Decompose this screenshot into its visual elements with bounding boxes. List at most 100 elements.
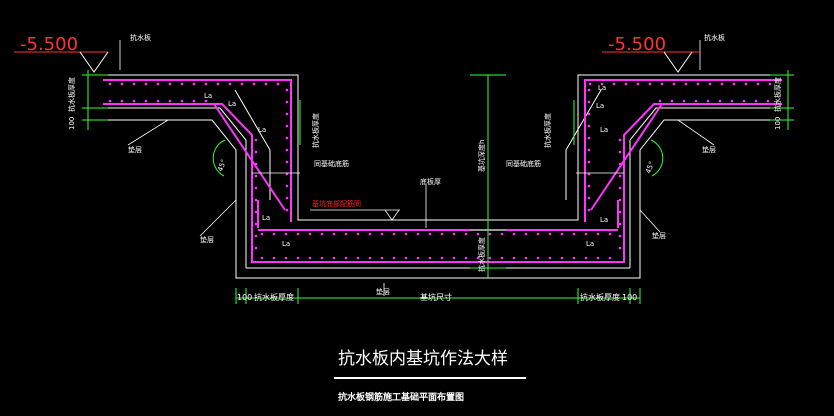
la-9: La — [600, 216, 608, 224]
rebar-dot — [132, 99, 136, 103]
rebar-dot — [587, 160, 591, 164]
rebar-dot — [636, 82, 640, 86]
rebar-dot — [732, 82, 736, 86]
rebar-dot — [285, 196, 289, 200]
rebar-lines — [103, 79, 782, 263]
rebar-dot — [548, 232, 552, 236]
rebar-dot — [254, 162, 258, 166]
label-cushion-left: 垫层 — [128, 145, 142, 154]
rebar-dot — [618, 210, 622, 214]
label-pit-steel: 基坑底部配筋同 — [312, 199, 361, 208]
rebar-dot — [587, 100, 591, 104]
rebar-dot — [742, 99, 746, 103]
label-slab-right: 抗水板 — [704, 33, 725, 42]
rebar-dot — [416, 232, 420, 236]
rebar-dot — [356, 256, 360, 260]
rebar-dot — [618, 222, 622, 226]
label-slab-thick-pit: 抗水板厚度 — [477, 237, 486, 272]
rebar-dot — [684, 82, 688, 86]
rebar-dot — [730, 99, 734, 103]
label-anchor-left: 同基础底筋 — [314, 159, 349, 168]
rebar-dot — [272, 256, 276, 260]
rebar-dot — [587, 124, 591, 128]
rebar-dot — [696, 82, 700, 86]
rebar-dot — [285, 148, 289, 152]
label-pit-bottom-slab: 底板厚 — [420, 177, 441, 186]
drawing-title: 抗水板内基坑作法大样 — [338, 349, 508, 369]
label-slab-thick-mid-right: 抗水板厚度 — [543, 113, 552, 148]
rebar-dot — [587, 88, 591, 92]
label-cushion-right: 垫层 — [702, 145, 716, 154]
rebar-dot — [618, 150, 622, 154]
rebar-dot — [108, 99, 112, 103]
rebar-dot — [192, 82, 196, 86]
rebar-dot — [204, 82, 208, 86]
rebar-dot — [672, 82, 676, 86]
rebar-dot — [744, 82, 748, 86]
rebar-dot — [624, 82, 628, 86]
elevation-marker-right: -5.500 — [602, 34, 700, 73]
la-6: La — [598, 84, 606, 92]
concrete-outline — [103, 74, 782, 279]
label-slab-left: 抗水板 — [130, 33, 151, 42]
rebar-dot — [392, 256, 396, 260]
rebar-dot — [587, 196, 591, 200]
rebar-dot — [754, 99, 758, 103]
rebar-dot — [332, 256, 336, 260]
rebar-dot — [356, 232, 360, 236]
rebar-dot — [584, 232, 588, 236]
rebar-dot — [264, 82, 268, 86]
rebar-dot — [440, 232, 444, 236]
rebar-dot — [476, 232, 480, 236]
rebar-dot — [618, 246, 622, 250]
rebar-dot — [416, 256, 420, 260]
rebar-dot — [452, 232, 456, 236]
rebar-dot — [285, 184, 289, 188]
rebar-dot — [452, 256, 456, 260]
rebar-dot — [240, 82, 244, 86]
rebar-dot — [285, 136, 289, 140]
rebar-dot — [464, 232, 468, 236]
label-slab-thick-left: 抗水板厚度 — [67, 77, 76, 112]
rebar-dot — [618, 162, 622, 166]
rebar-dot — [512, 232, 516, 236]
rebar-dot — [332, 232, 336, 236]
rebar-dot — [596, 256, 600, 260]
rebar-dot — [284, 256, 288, 260]
rebar-dot — [428, 232, 432, 236]
la-2: La — [228, 100, 236, 108]
rebar-dot — [708, 82, 712, 86]
rebar-dot — [254, 234, 258, 238]
elevation-marker-left: -5.500 — [14, 34, 109, 73]
rebar-dot — [252, 82, 256, 86]
la-8: La — [600, 126, 608, 134]
rebar-dot — [285, 124, 289, 128]
rebar-dot — [320, 256, 324, 260]
label-ten-right: 100 — [774, 117, 782, 130]
rebar-dot — [548, 256, 552, 260]
dim-left-100: 100 — [237, 293, 252, 302]
rebar-dot — [204, 99, 208, 103]
rebar-dot — [285, 112, 289, 116]
rebar-dot — [618, 174, 622, 178]
rebar-dot — [228, 82, 232, 86]
rebar-dot — [276, 82, 280, 86]
rebar-dot — [670, 99, 674, 103]
rebar-dot — [380, 232, 384, 236]
rebar-dot — [608, 232, 612, 236]
rebar-dot — [587, 208, 591, 212]
rebar-dot — [618, 234, 622, 238]
rebar-dot — [694, 99, 698, 103]
rebar-dot — [132, 82, 136, 86]
rebar-dot — [180, 99, 184, 103]
rebar-dot — [584, 256, 588, 260]
rebar-dot — [476, 256, 480, 260]
la-10: La — [586, 240, 594, 248]
label-pit-depth: 基坑深度h — [477, 140, 486, 172]
la-7: La — [596, 102, 604, 110]
rebar-dot — [296, 232, 300, 236]
rebar-dot — [254, 174, 258, 178]
rebar-dot — [648, 82, 652, 86]
dim-left-thick: 抗水板厚度 — [254, 292, 294, 302]
